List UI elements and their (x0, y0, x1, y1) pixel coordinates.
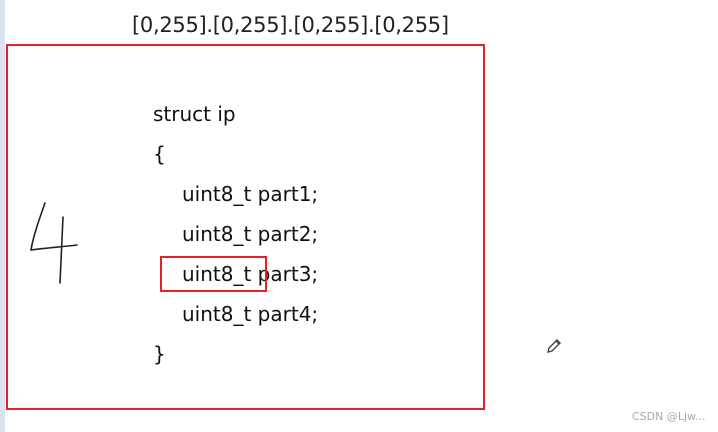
code-line: struct ip (153, 102, 236, 126)
ip-range-header: [0,255].[0,255].[0,255].[0,255] (132, 13, 449, 37)
code-line: uint8_t part3; (182, 262, 319, 286)
code-block: struct ip { uint8_t part1; uint8_t part2… (153, 100, 318, 380)
code-line: { (153, 142, 166, 166)
pencil-icon[interactable] (544, 336, 564, 356)
code-line: uint8_t part2; (182, 222, 319, 246)
highlight-frame (6, 44, 485, 410)
watermark: CSDN @Ljw... (632, 410, 706, 423)
code-line: uint8_t part1; (182, 182, 319, 206)
handwritten-four (30, 202, 78, 284)
code-line: uint8_t part4; (182, 302, 319, 326)
code-line: } (153, 342, 166, 366)
left-edge-strip (0, 0, 5, 432)
type-highlight-box (160, 256, 267, 292)
